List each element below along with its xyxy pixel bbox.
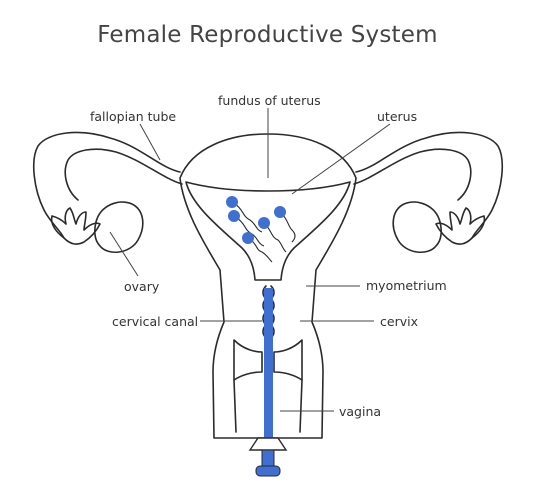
fallopian-tube-left-inner [64, 148, 183, 201]
sperm-cells [226, 196, 296, 263]
diagram-title: Female Reproductive System [97, 22, 438, 48]
label-cervix: cervix [380, 314, 418, 329]
sperm-head [242, 232, 254, 244]
sperm-head [228, 210, 240, 222]
vagina-inner-right [299, 379, 303, 433]
vaginal-fornix-left [233, 339, 263, 381]
label-uterus: uterus [377, 109, 418, 124]
sperm-head [226, 196, 238, 208]
fallopian-tube-right-inner [353, 148, 472, 201]
fallopian-tube-right [355, 131, 504, 239]
ovary-left [94, 201, 144, 253]
uterine-cavity [185, 181, 351, 281]
sperm-head [274, 206, 286, 218]
vaginal-fornix-right [273, 339, 303, 381]
label-fallopian-tube: fallopian tube [90, 109, 177, 124]
fallopian-tube-left [32, 131, 181, 239]
label-ovary: ovary [124, 279, 160, 294]
label-fundus-of-uterus: fundus of uterus [218, 93, 321, 108]
leader-ovary [109, 231, 139, 277]
fimbriae-right [435, 207, 486, 245]
label-vagina: vagina [339, 404, 382, 419]
leader-uterus [291, 123, 391, 195]
leader-fallopian-tube [139, 123, 161, 161]
label-myometrium: myometrium [366, 278, 447, 293]
vagina-inner-left [233, 379, 237, 433]
blue-instrument [248, 288, 288, 477]
label-cervical-canal: cervical canal [112, 314, 199, 329]
ovary-right [392, 201, 442, 253]
fimbriae-left [50, 207, 101, 245]
sperm-head [258, 217, 270, 229]
